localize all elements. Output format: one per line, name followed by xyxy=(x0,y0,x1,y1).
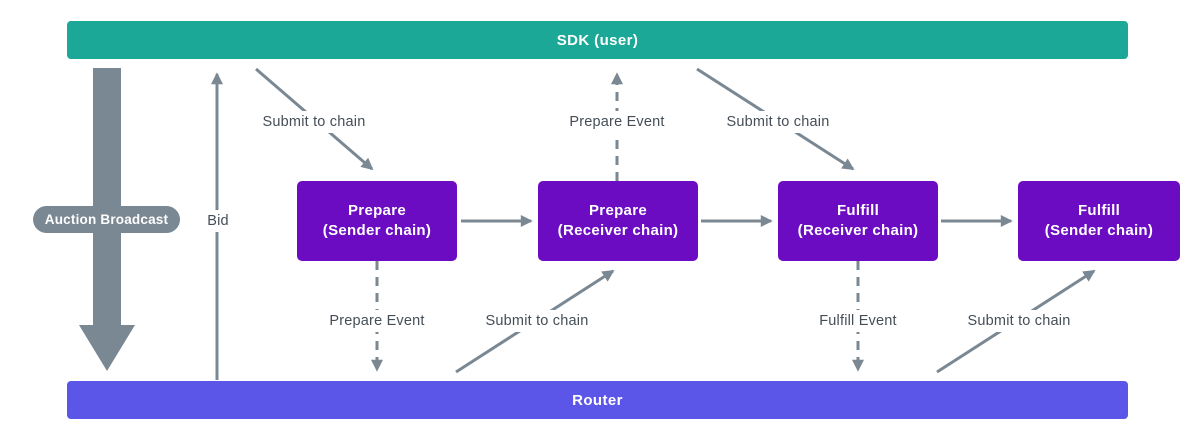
submit-to-chain-label-top-left: Submit to chain xyxy=(255,111,373,133)
submit-to-chain-label-bottom-right: Submit to chain xyxy=(960,310,1078,332)
box-title: Fulfill xyxy=(836,202,880,219)
router-bar-label: Router xyxy=(572,391,623,409)
sdk-user-bar-label: SDK (user) xyxy=(556,31,639,49)
box-title: Prepare xyxy=(589,202,647,219)
fulfill-sender-chain-box: Fulfill (Sender chain) xyxy=(1018,181,1180,261)
box-title: Prepare xyxy=(348,202,406,219)
box-subtitle: (Sender chain) xyxy=(1044,222,1154,239)
auction-broadcast-pill: Auction Broadcast xyxy=(33,206,180,233)
prepare-receiver-chain-box: Prepare (Receiver chain) xyxy=(538,181,698,261)
sdk-user-bar: SDK (user) xyxy=(67,21,1128,59)
submit-to-chain-label-top-right: Submit to chain xyxy=(719,111,837,133)
submit-to-chain-label-bottom-left: Submit to chain xyxy=(478,310,596,332)
fulfill-event-label: Fulfill Event xyxy=(812,310,904,332)
router-bar: Router xyxy=(67,381,1128,419)
box-subtitle: (Sender chain) xyxy=(322,222,432,239)
box-subtitle: (Receiver chain) xyxy=(797,222,919,239)
box-title: Fulfill xyxy=(1077,202,1121,219)
prepare-sender-chain-box: Prepare (Sender chain) xyxy=(297,181,457,261)
prepare-event-down-label: Prepare Event xyxy=(322,310,432,332)
prepare-event-up-label: Prepare Event xyxy=(562,111,672,133)
bid-label: Bid xyxy=(200,210,236,232)
auction-broadcast-label: Auction Broadcast xyxy=(44,212,169,227)
box-subtitle: (Receiver chain) xyxy=(557,222,679,239)
fulfill-receiver-chain-box: Fulfill (Receiver chain) xyxy=(778,181,938,261)
